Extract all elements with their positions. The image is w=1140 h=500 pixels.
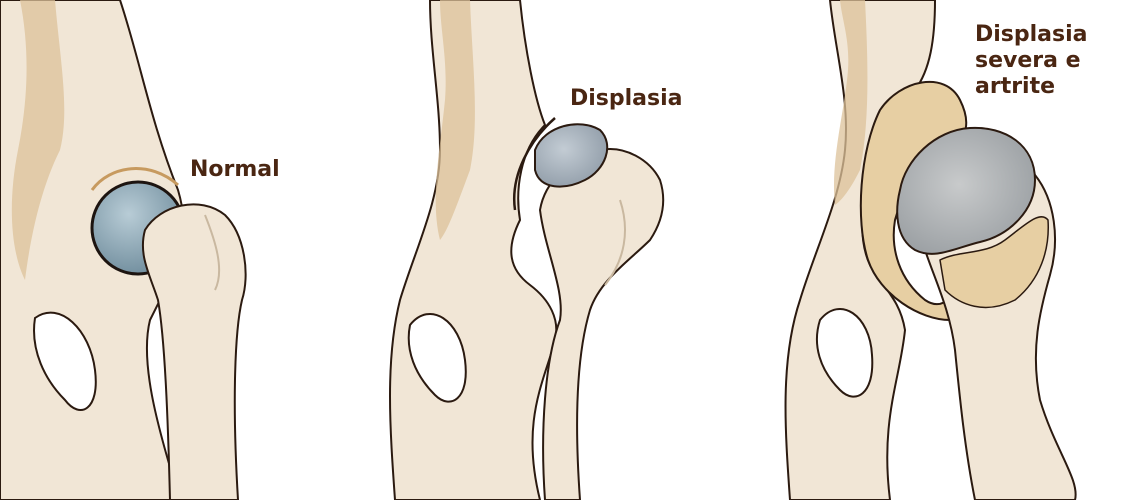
acetabulum-rim [90,167,179,191]
obturator-hole [407,313,467,403]
label-severe-dysplasia-arthritis: Displasia severa e artrite [975,22,1088,100]
dysplasia-hip-panel [389,0,665,500]
label-severe-line-3: artrite [975,74,1056,99]
femur-neck-detail [604,199,626,286]
femur-bone [141,203,247,500]
severe-dysplasia-arthritis-panel [784,0,1077,500]
deformed-femoral-head [896,126,1037,255]
label-normal: Normal [190,157,280,182]
obturator-hole [815,308,874,398]
femur-neck-detail [204,214,221,291]
pelvis-shadow [435,0,475,240]
subluxated-femoral-head [534,123,609,188]
label-severe-line-1: Displasia [975,22,1088,47]
femur-bone [538,148,665,500]
shallow-acetabulum [512,117,556,211]
normal-hip-panel [0,0,247,500]
label-dysplasia: Displasia [570,86,683,111]
label-severe-line-2: severa e [975,48,1081,73]
obturator-hole [33,311,97,411]
pelvis-shadow [11,0,65,280]
femur-osteophyte [939,216,1049,309]
pelvis-shadow [833,0,868,205]
